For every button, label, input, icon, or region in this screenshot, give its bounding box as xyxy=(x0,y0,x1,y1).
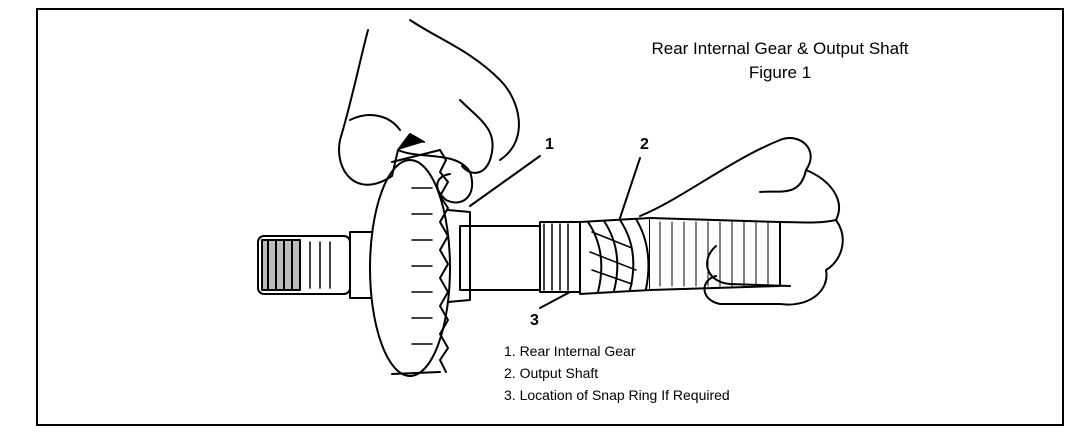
right-hand xyxy=(639,137,844,306)
shaft-left-spline xyxy=(257,235,351,295)
rear-internal-gear xyxy=(369,149,471,377)
callout-3: 3 xyxy=(530,312,539,329)
callout-leaders xyxy=(469,155,641,309)
legend-item: 1. Rear Internal Gear xyxy=(504,343,636,359)
callout-1: 1 xyxy=(545,136,554,153)
parts-legend: 1. Rear Internal Gear 2. Output Shaft 3.… xyxy=(504,340,730,406)
leader-2 xyxy=(619,157,641,219)
figure-title: Rear Internal Gear & Output Shaft xyxy=(651,39,909,58)
figure-number: Figure 1 xyxy=(748,63,812,82)
leader-1 xyxy=(469,155,541,207)
figure-frame xyxy=(36,8,1064,426)
callout-2: 2 xyxy=(640,136,649,153)
leader-3 xyxy=(539,291,571,309)
legend-item: 2. Output Shaft xyxy=(504,365,599,381)
left-hand xyxy=(338,19,520,204)
legend-item: 3. Location of Snap Ring If Required xyxy=(504,387,730,403)
